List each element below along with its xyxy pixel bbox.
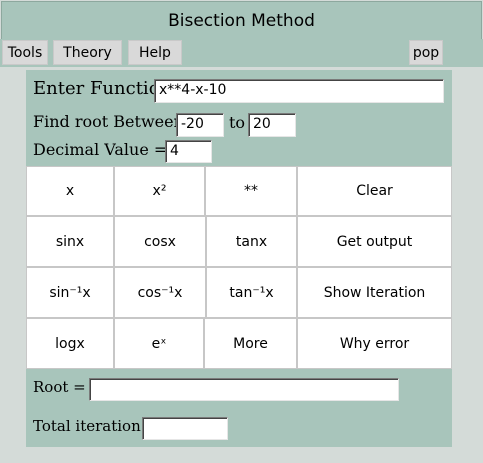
iteration-output[interactable] [142,417,228,440]
root-output[interactable] [89,378,399,401]
key-arctan[interactable]: tan⁻¹x [206,267,297,318]
get-output-button[interactable]: Get output [297,216,452,267]
function-label: Enter Function [33,78,172,99]
show-iteration-button[interactable]: Show Iteration [297,267,452,318]
menu-pop-button[interactable]: pop [409,40,443,65]
key-x[interactable]: x [26,166,114,216]
root-label: Root = [33,378,86,396]
keypad: x x² ** Clear sinx cosx tanx Get output … [26,166,452,371]
from-input[interactable]: -20 [176,113,224,137]
key-log[interactable]: logx [26,318,114,369]
menu-bar: Tools Theory Help pop [0,39,483,67]
decimal-input[interactable]: 4 [165,140,212,163]
decimal-label: Decimal Value = [33,140,168,159]
why-error-button[interactable]: Why error [297,318,452,369]
window-title-bar: Bisection Method [1,1,482,40]
between-label: Find root Between [33,112,184,131]
key-tan[interactable]: tanx [206,216,297,267]
key-power[interactable]: ** [205,166,297,216]
key-cos[interactable]: cosx [114,216,206,267]
menu-tools-button[interactable]: Tools [2,40,48,65]
iteration-label: Total iteration= [33,417,154,435]
to-input[interactable]: 20 [248,113,296,137]
menu-theory-button[interactable]: Theory [53,40,122,65]
key-sin[interactable]: sinx [26,216,114,267]
key-arcsin[interactable]: sin⁻¹x [26,267,114,318]
key-arccos[interactable]: cos⁻¹x [114,267,206,318]
key-exp[interactable]: eˣ [114,318,204,369]
to-label: to [229,113,246,132]
clear-button[interactable]: Clear [297,166,452,216]
calculator-panel: Enter Function x**4-x-10 Find root Betwe… [26,70,452,447]
function-input[interactable]: x**4-x-10 [154,79,444,103]
menu-help-button[interactable]: Help [128,40,182,65]
key-x-squared[interactable]: x² [114,166,205,216]
window-title: Bisection Method [168,10,315,31]
more-button[interactable]: More [204,318,297,369]
